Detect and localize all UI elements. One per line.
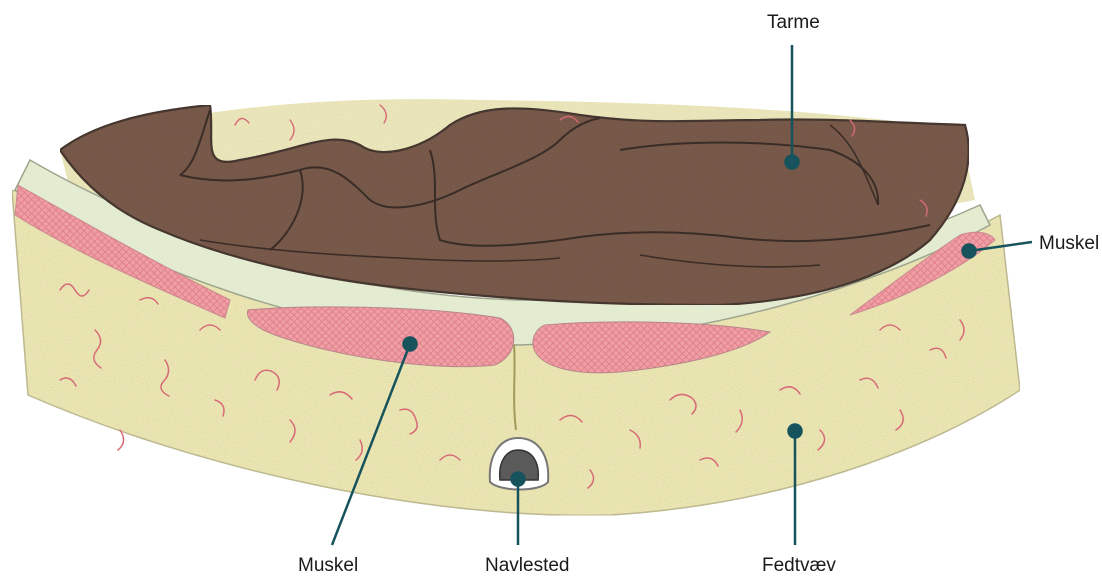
label-muskel-right: Muskel bbox=[1039, 234, 1099, 253]
label-navlested: Navlested bbox=[485, 556, 570, 575]
leader-dot-muskel-bottom bbox=[404, 338, 417, 351]
leader-dot-navlested bbox=[512, 473, 525, 486]
label-tarme: Tarme bbox=[767, 13, 820, 32]
leader-dot-fedtvaev bbox=[789, 425, 802, 438]
leader-dot-muskel-right bbox=[963, 245, 976, 258]
leader-dot-tarme bbox=[786, 156, 799, 169]
label-fedtvaev: Fedtvæv bbox=[762, 556, 836, 575]
label-muskel-bottom: Muskel bbox=[298, 556, 358, 575]
